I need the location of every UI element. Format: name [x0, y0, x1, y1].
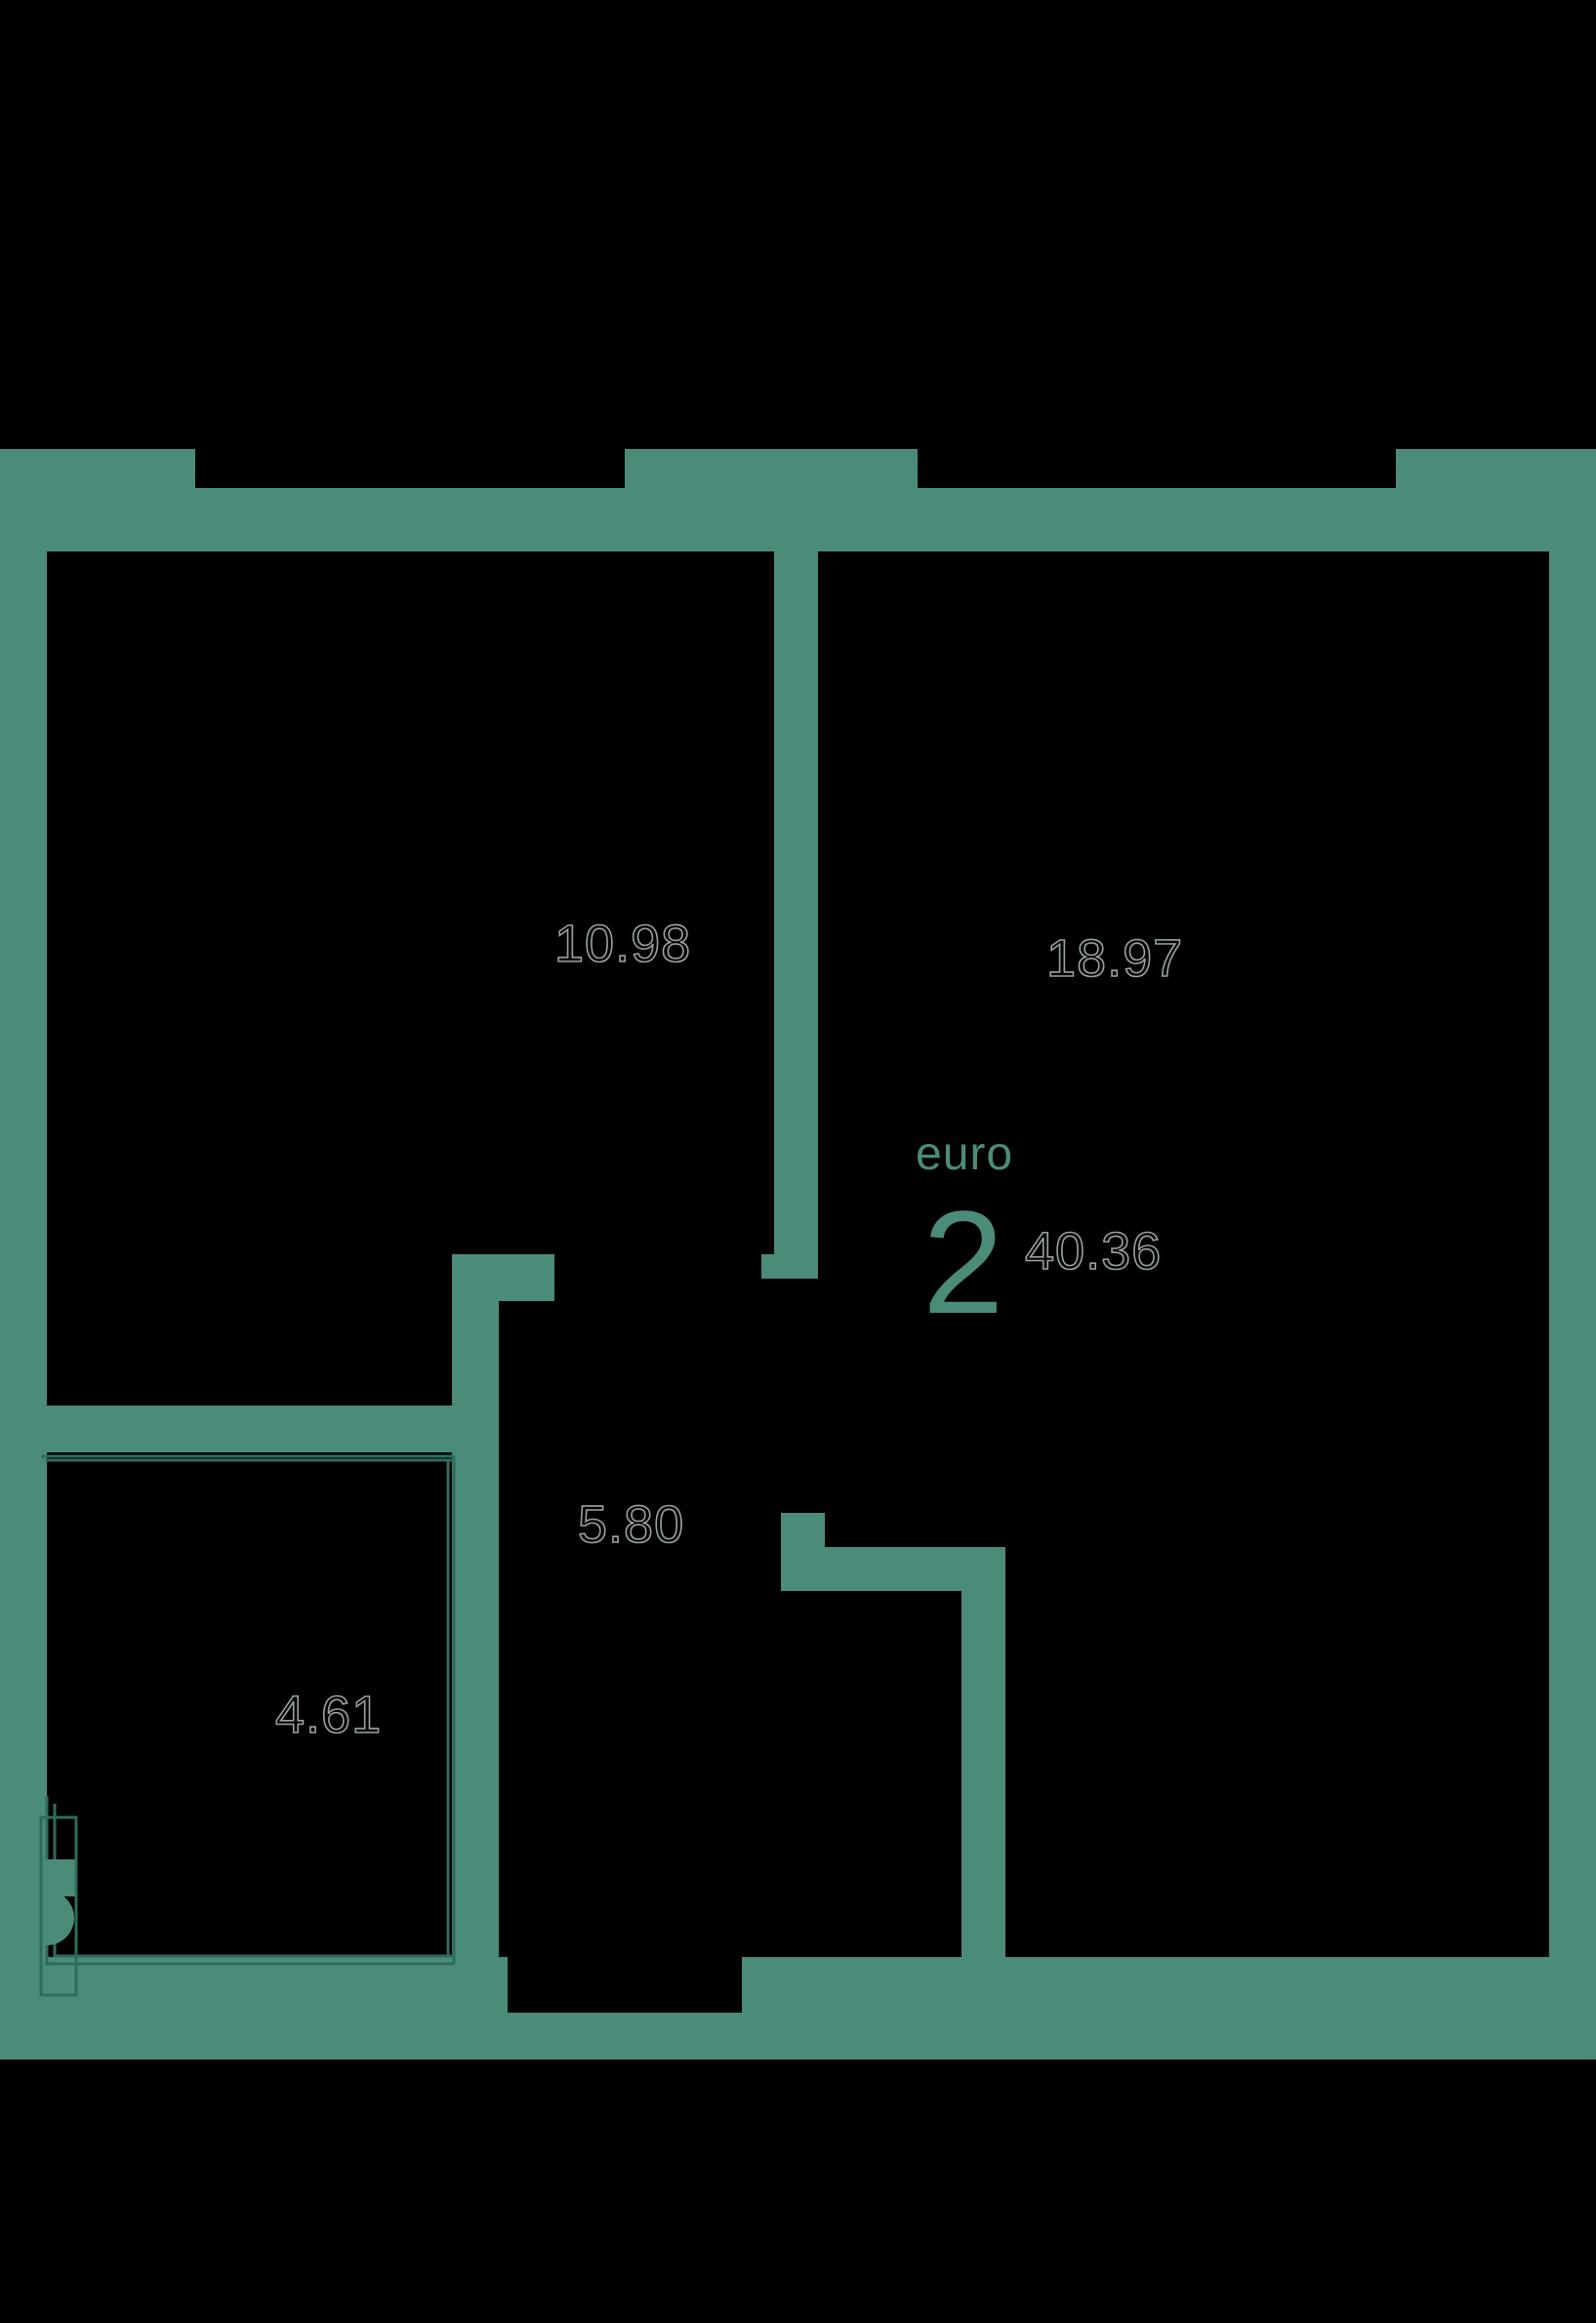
window-right: [1027, 492, 1398, 537]
window-left: [303, 492, 627, 537]
brand-word: euro: [916, 1128, 1013, 1180]
wall-hall-right-vertical: [962, 1547, 1005, 2035]
wall-exterior-left: [0, 551, 47, 2059]
wall-hall-right-stub: [781, 1513, 825, 1552]
brand-rooms-count: 2: [922, 1180, 1003, 1344]
wall-top-right-stub: [1396, 449, 1596, 551]
room-area-bedroom: 18.97: [1046, 929, 1183, 988]
room-area-living: 10.98: [554, 915, 691, 973]
wall-top-middle-pier: [625, 449, 918, 551]
room-area-hallway: 5.80: [578, 1495, 684, 1554]
bathtub: [41, 1454, 456, 1966]
wall-hall-left-flange: [452, 1254, 554, 1301]
wall-partition-center-jog: [761, 1254, 818, 1279]
wall-door-jamb-bathroom: [452, 1903, 499, 2059]
wall-group: [0, 449, 1596, 2059]
wall-partition-center-lower: [774, 883, 818, 1274]
wall-left-window-reveal: [0, 449, 195, 551]
wall-exterior-right: [1549, 551, 1596, 2059]
sink: [20, 1815, 78, 1997]
room-area-bathroom: 4.61: [275, 1686, 382, 1744]
wall-livingroom-bathroom-divider: [0, 1406, 469, 1452]
wall-partition-center-upper: [774, 551, 818, 888]
wall-bottom-hall-right: [742, 1957, 1596, 2014]
brand-total-area: 40.36: [1025, 1222, 1162, 1281]
wall-bottom-left-block: [0, 1957, 508, 2059]
